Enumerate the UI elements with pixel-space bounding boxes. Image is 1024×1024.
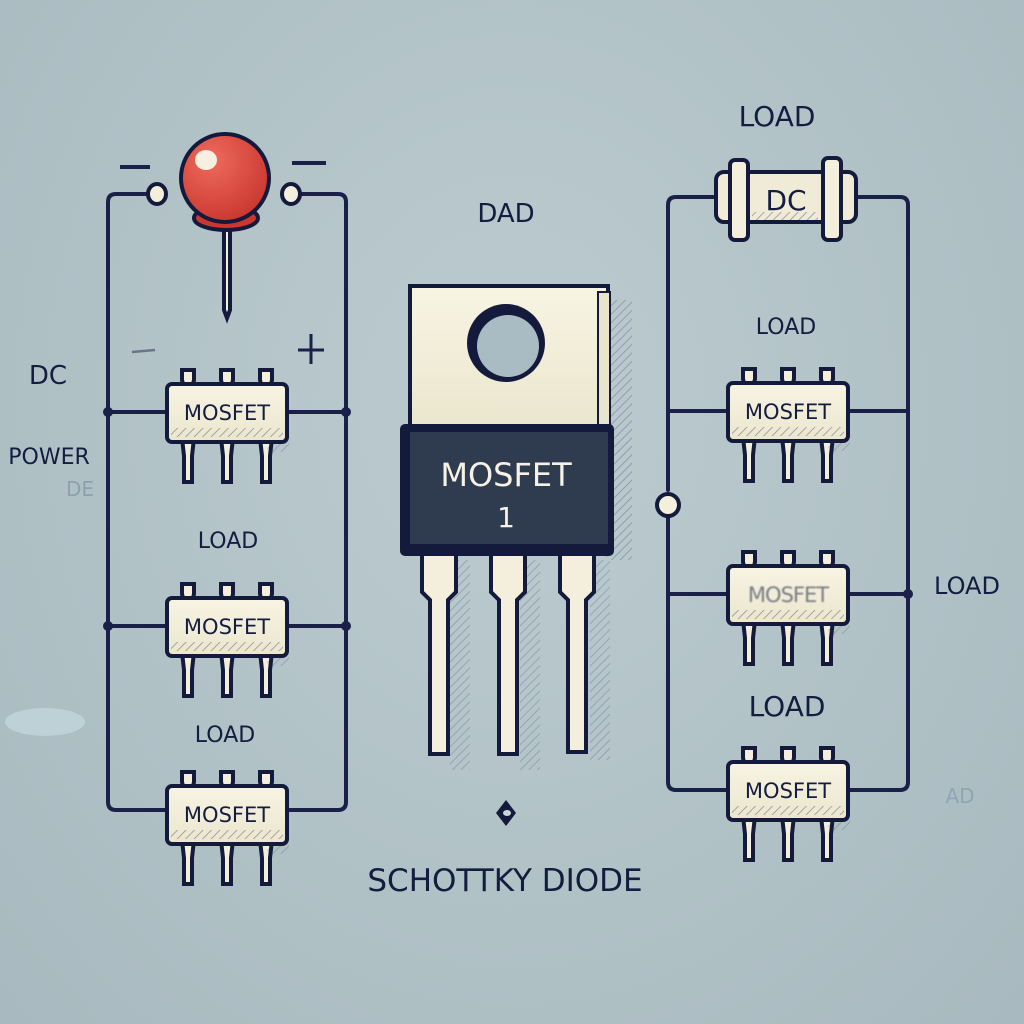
left-chip-3: MOSFET [165, 770, 291, 886]
red-led-icon [179, 132, 271, 324]
load-label: LOAD [749, 690, 826, 723]
faded-label: DE [66, 477, 94, 501]
junction-dot [903, 589, 913, 599]
right-chip-3: MOSFET [726, 746, 852, 862]
chip-label-blurred: MOSFET [748, 583, 829, 607]
junction-dot [341, 621, 351, 631]
dc-label: DC [29, 361, 67, 391]
chip-label: MOSFET [184, 803, 270, 827]
faded-label: AD [945, 784, 974, 808]
dad-label: DAD [477, 199, 534, 229]
load-label-top: LOAD [739, 100, 816, 133]
left-chip-2: MOSFET [165, 582, 291, 698]
minus-mark-icon [131, 348, 156, 354]
right-chip-2: MOSFET [726, 550, 852, 666]
junction-dot [103, 407, 113, 417]
glare [5, 708, 85, 736]
right-chip-1: MOSFET [726, 367, 852, 483]
power-label: POWER [8, 445, 90, 470]
left-chip-1: MOSFET [165, 368, 291, 484]
right-wire-left-rail [666, 195, 730, 792]
right-circuit: DC MOSFET MOSFET MOSFET LOAD LOAD LOAD L… [655, 100, 1000, 862]
transistor-number: 1 [497, 501, 515, 534]
terminal-icon [146, 182, 168, 206]
junction-dot [341, 407, 351, 417]
chip-label: MOSFET [745, 400, 831, 424]
transistor-body: MOSFET 1 [400, 424, 614, 556]
transistor-label: MOSFET [440, 456, 572, 494]
chip-label: MOSFET [745, 779, 831, 803]
terminal-icon [280, 182, 302, 206]
heatsink-tab [408, 284, 611, 428]
chip-label: MOSFET [184, 615, 270, 639]
schottky-diode-caption: SCHOTTKY DIODE [367, 863, 642, 899]
dc-load-component: DC [714, 156, 858, 242]
left-wire-left-rail [106, 192, 170, 812]
plus-mark-icon [298, 334, 324, 364]
right-wire-right-rail [846, 195, 910, 792]
chip-label: MOSFET [184, 401, 270, 425]
center-transistor: DAD MOSFET 1 SCHOTTKY DIODE [367, 199, 642, 899]
left-circuit: MOSFET MOSFET MOSFET LOAD LOAD DC POWER … [5, 132, 351, 886]
load-label: LOAD [195, 723, 255, 748]
load-label: LOAD [756, 315, 816, 340]
junction-dot [103, 621, 113, 631]
dc-load-label: DC [765, 184, 806, 217]
terminal-icon [655, 492, 681, 518]
left-wire-right-rail [288, 192, 348, 812]
transistor-pins [420, 550, 596, 756]
load-label: LOAD [198, 529, 258, 554]
load-side-label: LOAD [934, 572, 1000, 600]
